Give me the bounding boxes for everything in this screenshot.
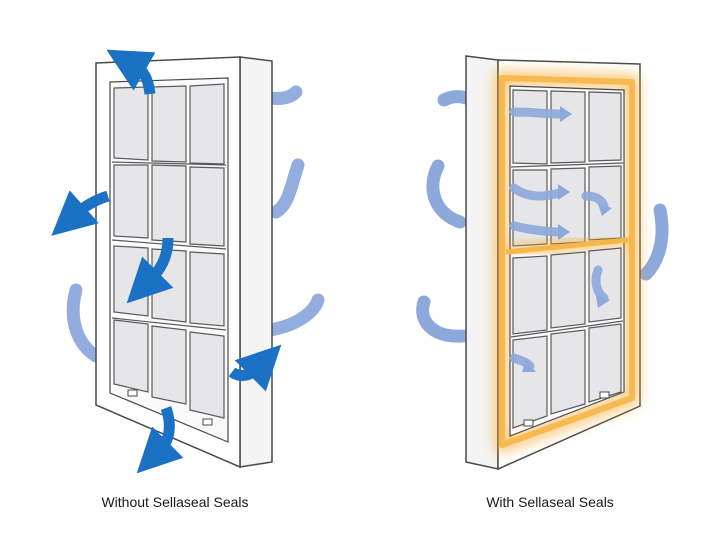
arrow-faded-icon (591, 265, 609, 303)
arrow-faded-icon (509, 221, 565, 237)
caption-with-seals: With Sellaseal Seals (486, 494, 614, 510)
lift-handle (127, 389, 138, 397)
arrow-faded-icon (509, 107, 565, 119)
lift-handle (202, 418, 213, 426)
arrow-curved-icon (126, 237, 174, 304)
arrow-curved-icon (106, 49, 156, 95)
lift-handle (599, 391, 610, 399)
lift-handle (523, 419, 534, 427)
seal-strip (499, 75, 635, 448)
window-with-seals (416, 55, 669, 471)
seal-strip-rail (505, 237, 629, 255)
arrow-curved-icon (228, 344, 282, 392)
air-leak-arrows (51, 49, 282, 474)
window-without-seals (51, 49, 325, 474)
arrow-curved-icon (51, 190, 110, 236)
frame-side (465, 55, 499, 470)
caption-without-seals: Without Sellaseal Seals (101, 494, 249, 510)
arrow-faded-icon (581, 191, 609, 211)
air-blocked-arrows-outer (416, 90, 669, 343)
arrow-curved-icon (136, 406, 184, 474)
frame-side (239, 56, 273, 468)
arrowheads-faded (522, 106, 612, 372)
upper-sash (111, 83, 227, 250)
